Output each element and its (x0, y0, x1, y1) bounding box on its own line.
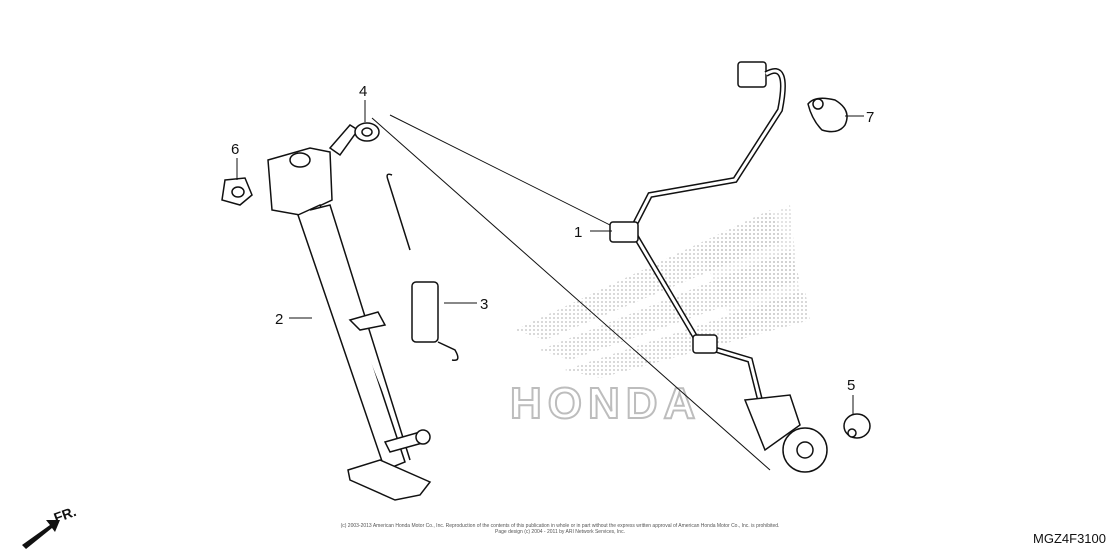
callout-7: 7 (866, 109, 874, 126)
assembly-leader-line (371, 117, 771, 471)
callout-2: 2 (275, 311, 283, 328)
front-direction-arrow: FR. (22, 503, 78, 549)
callout-6: 6 (231, 141, 239, 158)
assembly-leader-line-2 (389, 114, 641, 241)
callout-4: 4 (359, 83, 367, 100)
honda-watermark-text: HONDA (510, 379, 701, 428)
spring-part[interactable] (386, 173, 459, 362)
nut-part[interactable] (221, 177, 253, 206)
bolt-part[interactable] (843, 413, 871, 439)
callout-leaders (236, 100, 864, 415)
copyright-line-2: Page design (c) 2004 - 2011 by ARI Netwo… (495, 529, 625, 535)
callout-5: 5 (847, 377, 855, 394)
side-stand-switch-part[interactable] (609, 61, 828, 473)
side-stand-part[interactable] (267, 147, 432, 501)
pivot-bolt-part[interactable] (328, 122, 380, 157)
callout-3: 3 (480, 296, 488, 313)
front-direction-label: FR. (52, 503, 79, 526)
copyright-line-1: (c) 2003-2013 American Honda Motor Co., … (340, 523, 780, 529)
diagram-code: MGZ4F3100 (1033, 531, 1106, 546)
callout-1: 1 (574, 224, 582, 241)
honda-wing-watermark: HONDA (509, 205, 810, 429)
clamp-part[interactable] (807, 97, 848, 133)
